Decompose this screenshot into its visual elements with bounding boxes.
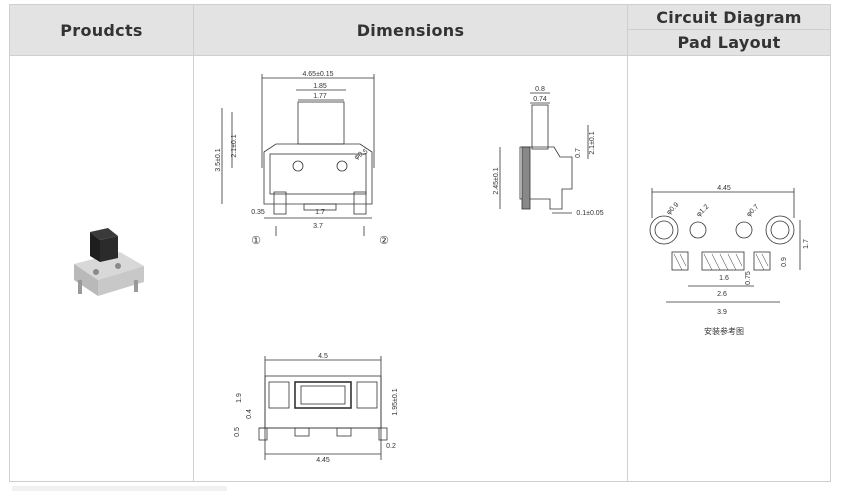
dim-label: 2.1±0.1 — [231, 134, 238, 157]
dim-label: 0.8 — [535, 86, 545, 93]
pin-2-label: ② — [379, 235, 389, 247]
pad-layout-header: Pad Layout — [628, 30, 830, 55]
dimensions-header: Dimensions — [194, 5, 627, 55]
dim-label: 0.1±0.05 — [576, 210, 603, 217]
column-divider — [627, 5, 628, 481]
side-view-drawing: 0.8 0.74 2.1±0.1 0.7 2.45±0.1 0.1±0.05 — [493, 86, 604, 217]
pad-layout-drawing: 4.45 φ0.9 φ1.2 φ0.7 1.7 0.9 1.6 0.75 2.6… — [649, 185, 810, 336]
dim-label: 0.74 — [533, 96, 547, 103]
dim-label: φ1.2 — [695, 203, 710, 218]
spec-table: Proudcts Dimensions Circuit Diagram Pad … — [9, 4, 831, 482]
bottom-view-drawing: 4.5 1.9 1.95±0.1 0.4 0.5 0.2 4.45 — [234, 353, 399, 464]
dim-label: 0.4 — [246, 409, 253, 419]
dim-label: 4.45 — [316, 457, 330, 464]
dim-label: 3.5±0.1 — [215, 148, 222, 171]
dim-label: φ0.7 — [745, 203, 760, 218]
dim-label: 2.1±0.1 — [589, 131, 596, 154]
dim-label: 4.65±0.15 — [302, 71, 333, 78]
pin-1-label: ① — [251, 235, 261, 247]
row-divider — [10, 55, 830, 56]
products-header: Proudcts — [10, 5, 193, 55]
dim-label: 3.7 — [313, 223, 323, 230]
dim-label: 0.9 — [781, 257, 788, 267]
dim-label: 3.9 — [717, 309, 727, 316]
row-divider — [628, 29, 830, 30]
footer-strip — [12, 486, 227, 491]
dim-label: 1.85 — [313, 83, 327, 90]
circuit-diagram-header: Circuit Diagram — [628, 5, 830, 29]
dim-label: 0.75 — [745, 271, 752, 285]
pad-layout-caption: 安装参考图 — [704, 326, 744, 336]
dim-label: 0.7 — [575, 148, 582, 158]
dim-label: 0.2 — [386, 443, 396, 450]
dim-label: φ0.9 — [665, 201, 680, 216]
dim-label: 0.5 — [234, 427, 241, 437]
dim-label: 1.7 — [803, 239, 810, 249]
dim-label: 2.6 — [717, 291, 727, 298]
dim-label: φ0.5 — [353, 148, 369, 161]
dim-label: 4.5 — [318, 353, 328, 360]
dim-label: 2.45±0.1 — [493, 167, 500, 194]
dim-label: 1.7 — [315, 209, 325, 216]
dim-label: 1.95±0.1 — [392, 388, 399, 415]
column-divider — [193, 5, 194, 481]
dim-label: 0.35 — [251, 209, 265, 216]
dim-label: 1.9 — [236, 393, 243, 403]
product-photo — [74, 228, 144, 296]
front-view-drawing: 4.65±0.15 1.85 1.77 2.1±0.1 3.5±0.1 φ0.5… — [215, 71, 389, 247]
dim-label: 1.77 — [313, 93, 327, 100]
dim-label: 1.6 — [719, 275, 729, 282]
dim-label: 4.45 — [717, 185, 731, 192]
